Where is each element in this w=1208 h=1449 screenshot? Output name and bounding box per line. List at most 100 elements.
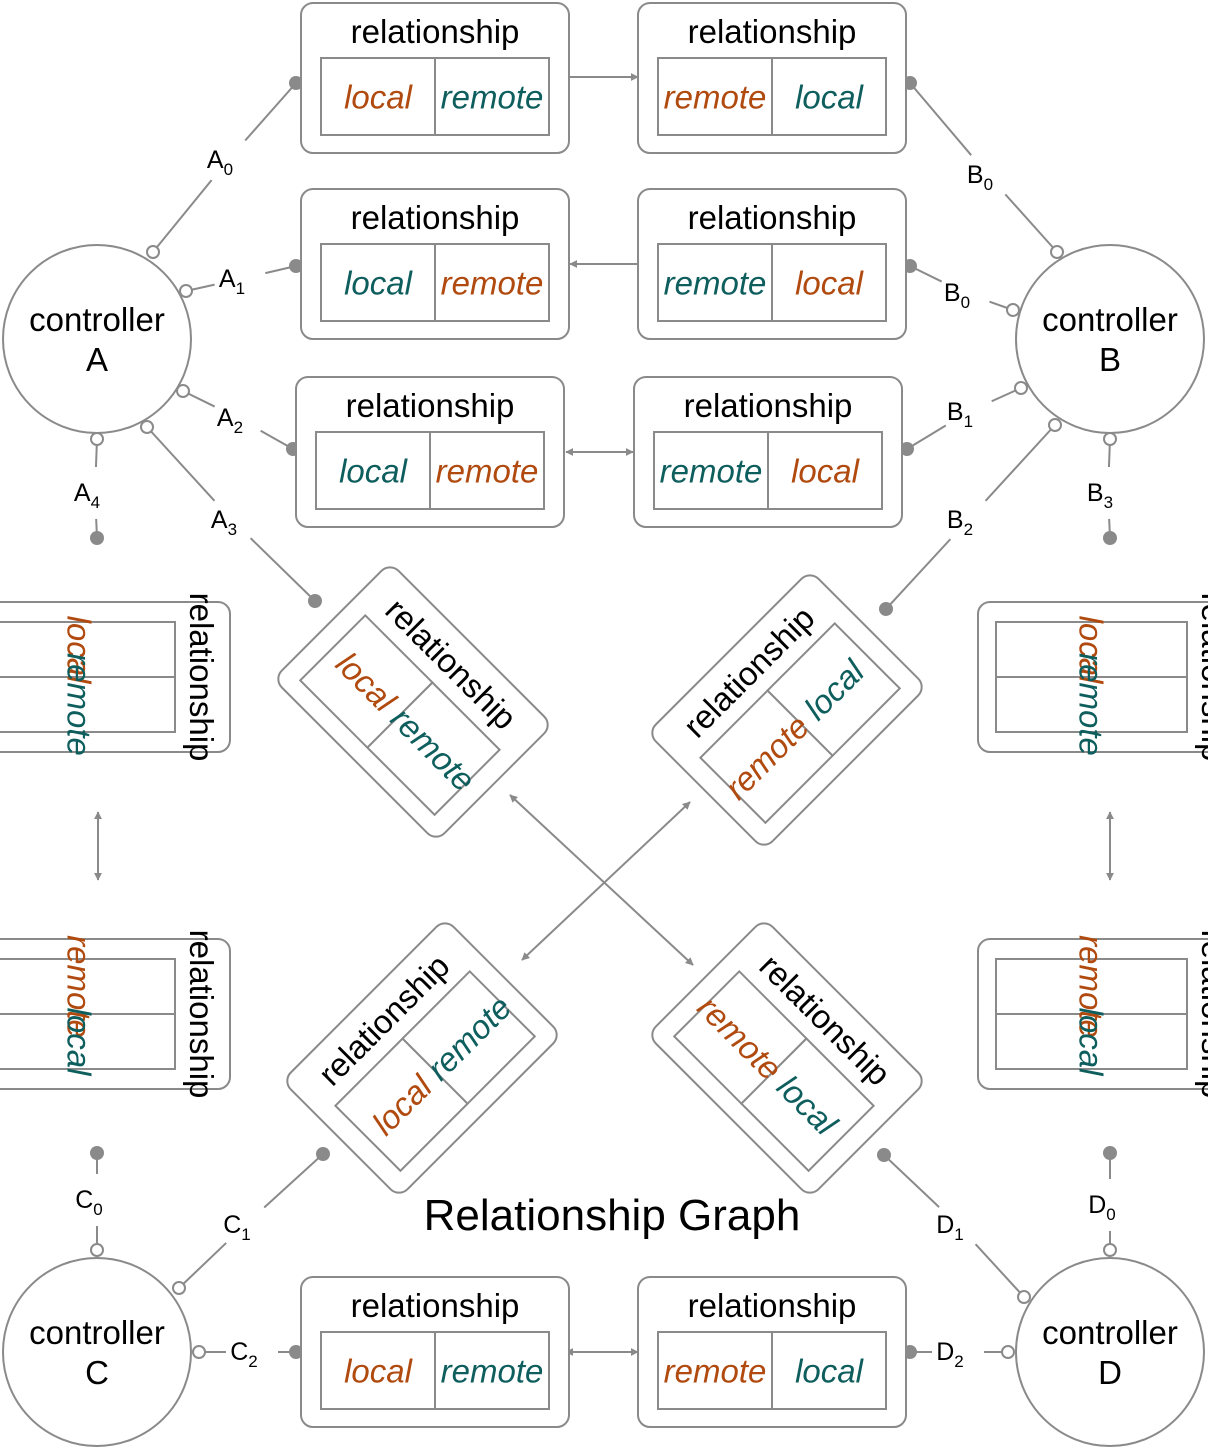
relationship-left-role: local [61, 616, 98, 686]
port-c0 [90, 1146, 104, 1257]
controller-circle [1015, 1257, 1205, 1447]
relationship-left-role: remote [660, 453, 763, 490]
port-wire [974, 1243, 1025, 1298]
relationship-cell-left [657, 57, 773, 136]
controller-letter: D [1098, 1354, 1122, 1391]
relationship-right-role: local [61, 1008, 98, 1078]
relationship-right-role: remote [441, 79, 544, 116]
port-subscript: 0 [1106, 1205, 1115, 1224]
port-open-end [176, 384, 190, 398]
controller-name: controller [29, 301, 165, 338]
relationship-cell-right [739, 1037, 876, 1173]
port-subscript: 4 [91, 493, 100, 512]
port-a2 [176, 384, 300, 456]
relationship-cell-right [995, 1013, 1188, 1070]
port-filled-end [90, 1146, 104, 1160]
port-letter: C [230, 1338, 248, 1366]
relationship-cell-left [657, 243, 773, 322]
port-letter: C [75, 1186, 93, 1214]
relationship-cell-right [429, 431, 545, 510]
port-wire [885, 538, 952, 610]
port-letter: D [936, 1338, 954, 1366]
relationship-title: relationship [1195, 930, 1208, 1099]
port-label: D2 [936, 1338, 964, 1371]
port-filled-end [316, 1147, 330, 1161]
relationship-right-role: remote [441, 1353, 544, 1390]
port-c1 [172, 1147, 330, 1295]
port-filled-end [1103, 1146, 1117, 1160]
port-b3 [1103, 432, 1117, 545]
port-letter: D [1088, 1191, 1106, 1219]
controller-name: controller [29, 1314, 165, 1351]
port-c2 [192, 1345, 303, 1359]
port-wire [146, 426, 216, 502]
port-label: A1 [219, 265, 245, 298]
relationship-cell-right [434, 243, 550, 322]
relationship-left-role: local [339, 453, 409, 490]
port-open-end [1103, 1243, 1117, 1257]
port-a0 [146, 76, 303, 259]
port-d0 [1103, 1146, 1117, 1257]
relationship-right-role: local [1073, 1008, 1110, 1078]
relationship-cell-right [0, 676, 176, 733]
arrow-r11-r14 [509, 794, 694, 966]
relationship-cell-right [995, 676, 1188, 733]
port-letter: A [211, 506, 228, 534]
controller-circle [1015, 244, 1205, 434]
port-subscript: 0 [984, 175, 993, 194]
port-open-end [1017, 1290, 1031, 1304]
port-open-end [140, 420, 154, 434]
port-wire [249, 537, 316, 602]
controller-letter: B [1099, 341, 1121, 378]
port-subscript: 3 [228, 520, 237, 539]
port-a3 [140, 420, 322, 608]
port-label: D1 [936, 1211, 964, 1244]
port-d1 [877, 1148, 1031, 1304]
port-wire [178, 1242, 227, 1289]
port-open-end [192, 1345, 206, 1359]
port-wire [883, 1154, 940, 1208]
port-subscript: 1 [954, 1225, 963, 1244]
relationship-cell-right [766, 621, 902, 758]
port-subscript: 2 [234, 418, 243, 437]
relationship-cell-left [657, 1331, 773, 1410]
relationship-title: relationship [1195, 593, 1208, 762]
port-open-end [90, 432, 104, 446]
port-label: B1 [947, 398, 973, 431]
port-wire [909, 82, 972, 156]
port-open-end [1001, 1345, 1015, 1359]
port-subscript: 0 [224, 160, 233, 179]
relationship-left-role: local [1073, 616, 1110, 686]
port-label: C2 [230, 1338, 258, 1371]
port-open-end [1050, 245, 1064, 259]
relationship-cell-right [434, 1331, 550, 1410]
relationship-cell-right [771, 1331, 887, 1410]
port-letter: A [217, 404, 234, 432]
port-subscript: 2 [248, 1352, 257, 1371]
port-a1 [179, 259, 303, 298]
port-filled-end [308, 594, 322, 608]
relationship-left-role: local [344, 79, 414, 116]
relationship-cell-right [401, 969, 537, 1106]
relationship-right-role: remote [441, 265, 544, 302]
port-letter: B [944, 279, 961, 307]
relationship-title: relationship [183, 930, 220, 1099]
relationship-left-role: remote [664, 265, 767, 302]
port-filled-end [900, 442, 914, 456]
port-wire [906, 424, 947, 450]
port-filled-end [289, 76, 303, 90]
port-open-end [146, 245, 160, 259]
relationship-cell-right [0, 1013, 176, 1070]
port-label: B2 [947, 506, 973, 539]
port-label: B0 [967, 161, 993, 194]
port-wire [1004, 193, 1058, 253]
